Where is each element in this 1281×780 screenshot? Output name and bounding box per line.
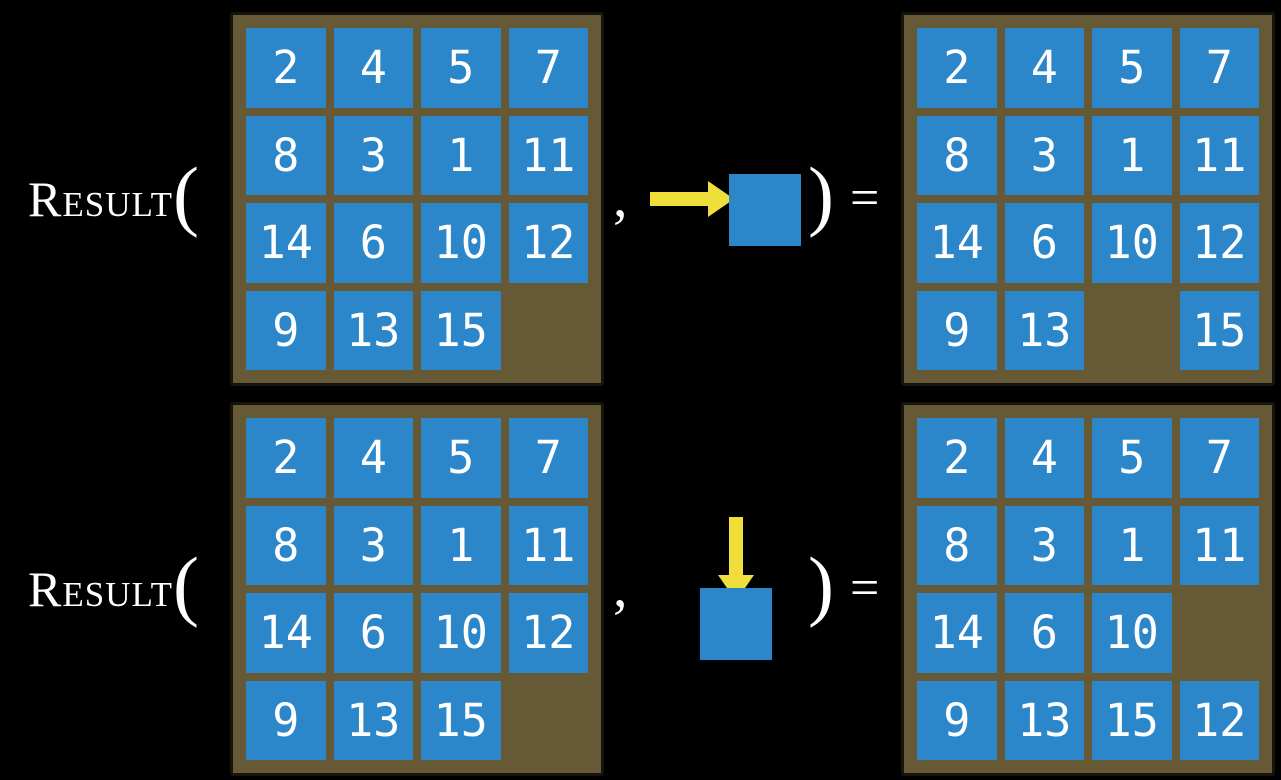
puzzle-tile: 6 <box>1004 593 1084 673</box>
puzzle-tile: 13 <box>1004 290 1084 370</box>
open-paren: ( <box>173 151 200 238</box>
puzzle-tile: 14 <box>246 593 326 673</box>
puzzle-tile: 2 <box>246 28 326 108</box>
puzzle-tile: 5 <box>1092 28 1172 108</box>
puzzle-tile: 8 <box>917 115 997 195</box>
function-name: Result <box>28 561 174 617</box>
result-function-label: Result( <box>28 546 199 628</box>
puzzle-tile: 15 <box>1092 680 1172 760</box>
puzzle-tile: 2 <box>246 418 326 498</box>
puzzle-tile: 4 <box>1004 28 1084 108</box>
puzzle-tile: 13 <box>333 680 413 760</box>
puzzle-tile: 12 <box>1179 680 1259 760</box>
puzzle-tile: 6 <box>333 203 413 283</box>
puzzle-tile: 5 <box>421 28 501 108</box>
puzzle-tile: 13 <box>1004 680 1084 760</box>
puzzle-tile: 6 <box>333 593 413 673</box>
puzzle-tile: 12 <box>508 203 588 283</box>
puzzle-tile: 14 <box>246 203 326 283</box>
puzzle-tile: 11 <box>1179 115 1259 195</box>
puzzle-tile: 14 <box>917 203 997 283</box>
puzzle-tile: 15 <box>421 290 501 370</box>
puzzle-tile: 13 <box>333 290 413 370</box>
puzzle-tile: 8 <box>917 505 997 585</box>
puzzle-tile: 11 <box>1179 505 1259 585</box>
puzzle-tile: 5 <box>421 418 501 498</box>
empty-cell <box>1092 291 1172 371</box>
puzzle-tile: 4 <box>333 28 413 108</box>
puzzle-tile: 9 <box>246 290 326 370</box>
puzzle-tile: 7 <box>508 28 588 108</box>
close-paren: ) <box>808 541 834 628</box>
puzzle-tile: 10 <box>421 593 501 673</box>
puzzle-tile: 4 <box>333 418 413 498</box>
puzzle-tile: 7 <box>508 418 588 498</box>
puzzle-tile: 11 <box>508 115 588 195</box>
puzzle-tile: 9 <box>246 680 326 760</box>
open-paren: ( <box>173 541 200 628</box>
puzzle-tile: 8 <box>246 505 326 585</box>
comma-separator: , <box>613 554 628 619</box>
puzzle-tile: 15 <box>1179 290 1259 370</box>
puzzle-tile: 7 <box>1179 28 1259 108</box>
blank-tile-icon <box>700 588 772 660</box>
puzzle-tile: 3 <box>1004 115 1084 195</box>
puzzle-tile: 9 <box>917 290 997 370</box>
puzzle-tile: 5 <box>1092 418 1172 498</box>
puzzle-tile: 10 <box>421 203 501 283</box>
puzzle-tile: 10 <box>1092 203 1172 283</box>
equals-sign: = <box>849 560 880 617</box>
empty-cell <box>1180 593 1260 673</box>
puzzle-tile: 6 <box>1004 203 1084 283</box>
puzzle-tile: 1 <box>421 115 501 195</box>
puzzle-tile: 14 <box>917 593 997 673</box>
puzzle-tile: 9 <box>917 680 997 760</box>
puzzle-tile: 3 <box>333 505 413 585</box>
puzzle-tile: 12 <box>508 593 588 673</box>
puzzle-tile: 3 <box>333 115 413 195</box>
equals-sign: = <box>849 170 880 227</box>
close-paren-equals: ) = <box>808 156 880 238</box>
puzzle-tile: 8 <box>246 115 326 195</box>
puzzle-tile: 7 <box>1179 418 1259 498</box>
puzzle-tile: 12 <box>1179 203 1259 283</box>
close-paren: ) <box>808 151 834 238</box>
empty-cell <box>509 681 589 761</box>
close-paren-equals: ) = <box>808 546 880 628</box>
result-function-label: Result( <box>28 156 199 238</box>
comma-separator: , <box>613 164 628 229</box>
function-name: Result <box>28 171 174 227</box>
puzzle-tile: 1 <box>1092 115 1172 195</box>
puzzle-tile: 10 <box>1092 593 1172 673</box>
puzzle-tile: 11 <box>508 505 588 585</box>
right-arrow-icon <box>650 181 734 217</box>
puzzle-tile: 2 <box>917 28 997 108</box>
puzzle-tile: 2 <box>917 418 997 498</box>
empty-cell <box>509 291 589 371</box>
blank-tile-icon <box>729 174 801 246</box>
puzzle-tile: 3 <box>1004 505 1084 585</box>
puzzle-tile: 4 <box>1004 418 1084 498</box>
puzzle-tile: 1 <box>421 505 501 585</box>
puzzle-tile: 1 <box>1092 505 1172 585</box>
puzzle-tile: 15 <box>421 680 501 760</box>
